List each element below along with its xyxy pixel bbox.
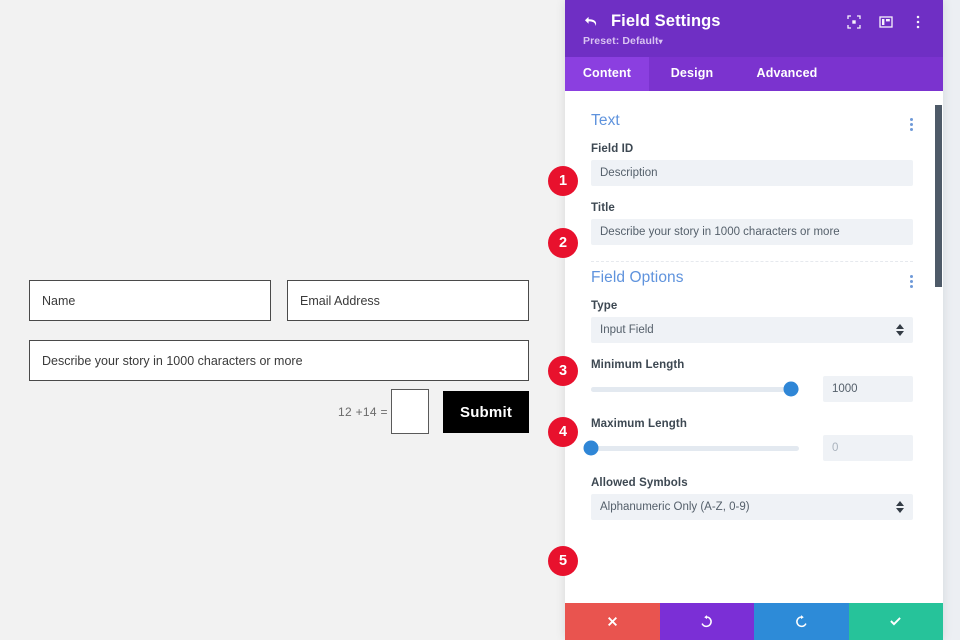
panel-scrollbar-thumb[interactable] (935, 105, 942, 287)
select-type-value: Input Field (600, 324, 654, 336)
section-text-header: Text (591, 105, 913, 143)
field-allowed-symbols: Allowed Symbols Alphanumeric Only (A-Z, … (591, 477, 913, 520)
section-title-text: Text (591, 112, 620, 129)
tab-content[interactable]: Content (565, 57, 649, 91)
save-button[interactable] (848, 603, 943, 640)
focus-target-icon[interactable] (847, 14, 861, 29)
captcha-question: 12 +14 = (338, 404, 388, 419)
input-field-id[interactable]: Description (591, 160, 913, 186)
callout-badge-1: 1 (548, 166, 578, 196)
section-divider (591, 261, 913, 262)
select-stepper-icon (896, 324, 904, 336)
layout-panel-icon[interactable] (879, 15, 893, 29)
label-minimum-length: Minimum Length (591, 359, 685, 371)
name-input-placeholder: Name (42, 293, 76, 308)
email-input[interactable]: Email Address (287, 280, 529, 321)
slider-minimum-length[interactable] (591, 376, 799, 402)
value-minimum-length[interactable]: 1000 (823, 376, 913, 402)
panel-tabbar: Content Design Advanced (565, 57, 943, 91)
label-field-id: Field ID (591, 143, 634, 155)
section-text-kebab-icon[interactable] (910, 116, 913, 133)
label-maximum-length: Maximum Length (591, 418, 687, 430)
submit-button[interactable]: Submit (443, 391, 529, 433)
callout-badge-4: 4 (548, 417, 578, 447)
select-allowed-symbols-value: Alphanumeric Only (A-Z, 0-9) (600, 501, 750, 513)
field-minimum-length: Minimum Length 1000 (591, 359, 913, 402)
section-field-options-kebab-icon[interactable] (910, 273, 913, 290)
callout-badge-5: 5 (548, 546, 578, 576)
panel-action-bar (565, 603, 943, 640)
panel-header: Field Settings (565, 0, 943, 57)
callout-badge-3: 3 (548, 356, 578, 386)
preset-label: Preset: Default (583, 35, 659, 47)
preset-selector[interactable]: Preset: Default▾ (583, 35, 925, 47)
chevron-down-icon: ▾ (658, 37, 663, 46)
form-preview-area: Name Email Address Describe your story i… (29, 280, 529, 434)
slider-maximum-length[interactable] (583, 435, 799, 461)
email-input-placeholder: Email Address (300, 293, 380, 308)
undo-button[interactable] (659, 603, 754, 640)
field-settings-panel: Field Settings (565, 0, 943, 640)
panel-body: Text Field ID Description Title Describe… (565, 91, 943, 603)
cancel-button[interactable] (565, 603, 660, 640)
value-maximum-length[interactable]: 0 (823, 435, 913, 461)
input-title[interactable]: Describe your story in 1000 characters o… (591, 219, 913, 245)
field-maximum-length: Maximum Length 0 (583, 418, 913, 461)
label-type: Type (591, 300, 618, 312)
redo-button[interactable] (754, 603, 849, 640)
label-title: Title (591, 202, 615, 214)
slider-minimum-length-handle[interactable] (783, 381, 799, 397)
story-textarea[interactable]: Describe your story in 1000 characters o… (29, 340, 529, 381)
redo-arrow-icon (795, 615, 807, 628)
panel-title: Field Settings (611, 12, 721, 30)
field-type: Type Input Field (591, 300, 913, 343)
tab-advanced[interactable]: Advanced (756, 66, 818, 80)
close-x-icon (607, 617, 617, 626)
back-arrow-icon[interactable] (583, 14, 601, 30)
select-allowed-symbols[interactable]: Alphanumeric Only (A-Z, 0-9) (591, 494, 913, 520)
label-allowed-symbols: Allowed Symbols (591, 477, 688, 489)
select-type[interactable]: Input Field (591, 317, 913, 343)
section-title-field-options: Field Options (591, 269, 684, 286)
story-textarea-placeholder: Describe your story in 1000 characters o… (42, 353, 303, 368)
undo-arrow-icon (701, 615, 713, 628)
select-stepper-icon (896, 501, 904, 513)
check-icon (890, 617, 901, 626)
captcha-input[interactable] (390, 389, 429, 434)
panel-gutter (943, 0, 960, 640)
callout-badge-2: 2 (548, 228, 578, 258)
section-field-options-header: Field Options (591, 262, 913, 300)
kebab-menu-icon[interactable] (911, 15, 925, 29)
name-input[interactable]: Name (29, 280, 271, 321)
field-title: Title Describe your story in 1000 charac… (591, 202, 913, 245)
slider-maximum-length-handle[interactable] (583, 440, 599, 456)
field-field-id: Field ID Description (591, 143, 913, 186)
tab-design[interactable]: Design (670, 66, 714, 80)
captcha-group: 12 +14 = (338, 389, 429, 434)
